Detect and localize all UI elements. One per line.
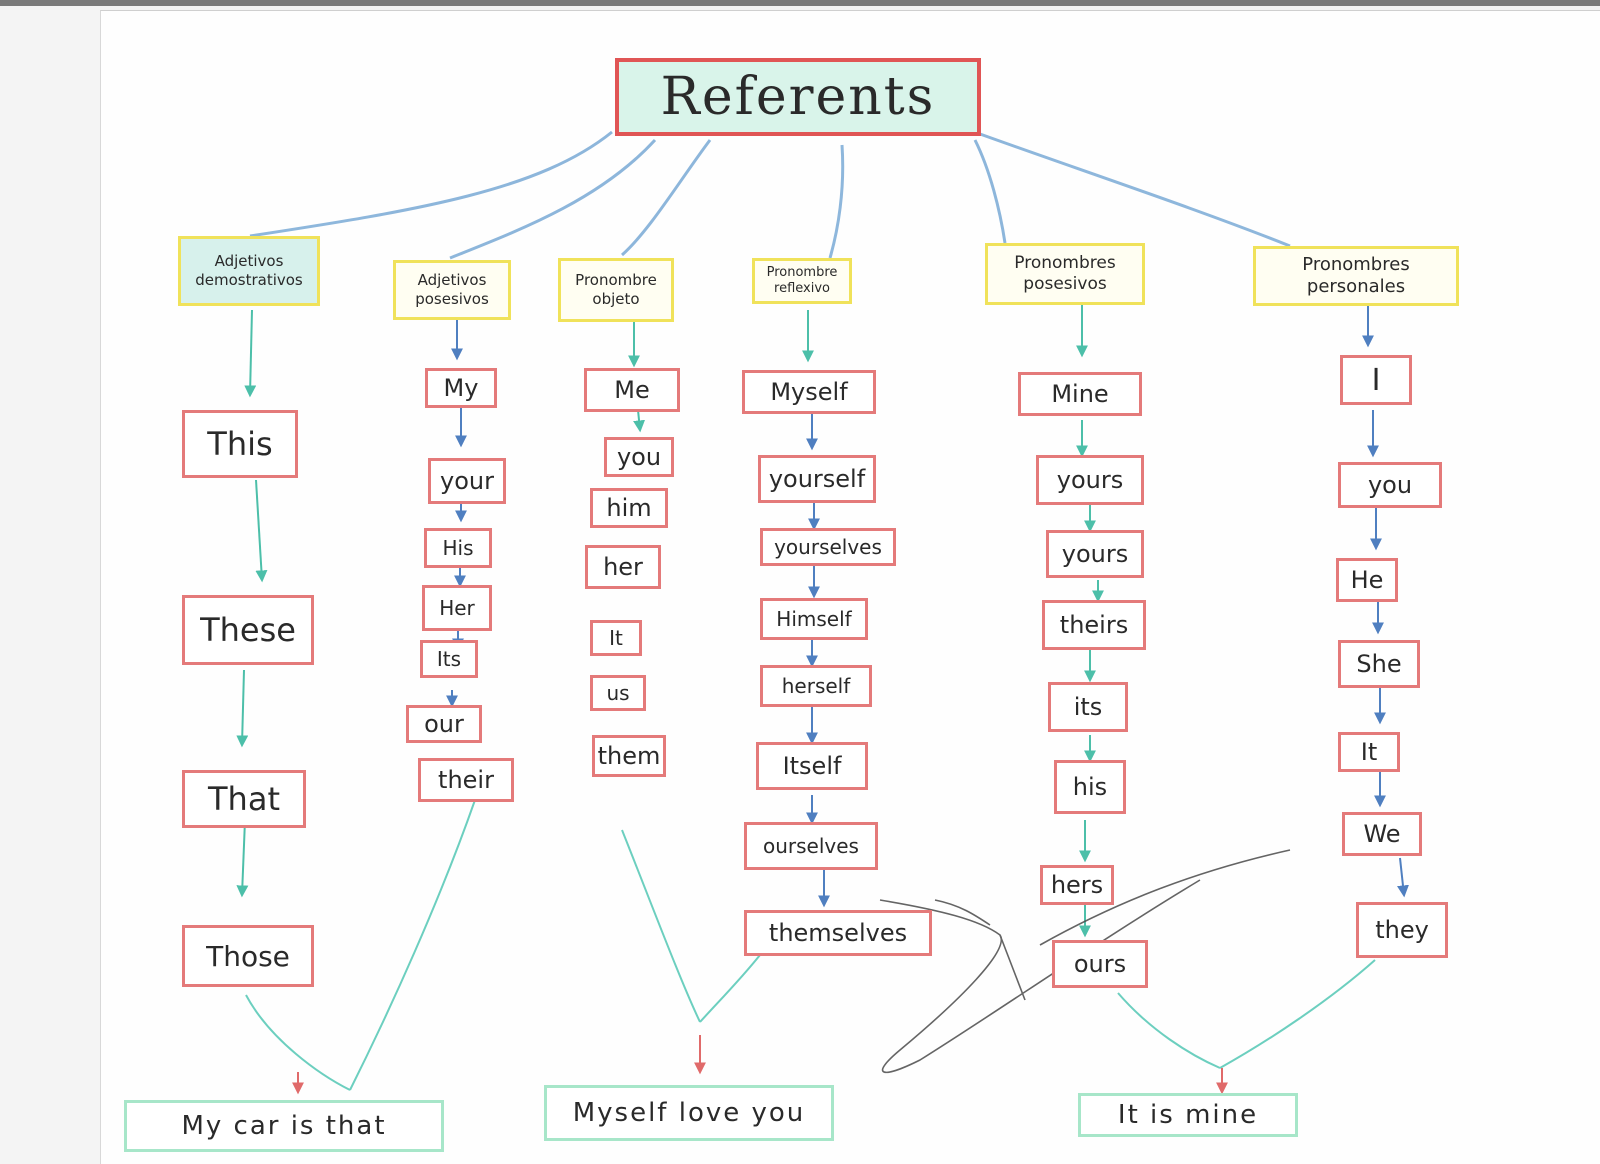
item-ours: ours — [1052, 940, 1148, 988]
item-his: His — [424, 528, 492, 568]
item-those: Those — [182, 925, 314, 987]
item-this: This — [182, 410, 298, 478]
item-us: us — [590, 675, 646, 711]
category-adjetivos-posesivos: Adjetivos posesivos — [393, 260, 511, 320]
item-theirs: theirs — [1042, 600, 1146, 650]
example-sentence-1: My car is that — [124, 1100, 444, 1152]
item-its: Its — [420, 640, 478, 678]
item-their: their — [418, 758, 514, 802]
item-yours-1: yours — [1036, 455, 1144, 505]
item-he: He — [1336, 558, 1398, 602]
item-hers: hers — [1040, 865, 1114, 905]
item-her-obj: her — [585, 545, 661, 589]
example-sentence-3: It is mine — [1078, 1093, 1298, 1137]
category-pronombres-personales: Pronombres personales — [1253, 246, 1459, 306]
item-itself: Itself — [756, 742, 868, 790]
item-that: That — [182, 770, 306, 828]
scan-top-edge — [0, 0, 1600, 6]
item-it-pers: It — [1338, 732, 1400, 772]
item-them: them — [592, 735, 666, 777]
item-herself: herself — [760, 665, 872, 707]
category-pronombres-posesivos: Pronombres posesivos — [985, 243, 1145, 305]
item-i: I — [1340, 355, 1412, 405]
item-you-obj: you — [604, 437, 674, 477]
item-himself: Himself — [760, 598, 868, 640]
item-me: Me — [584, 368, 680, 412]
item-mine: Mine — [1018, 372, 1142, 416]
item-themselves: themselves — [744, 910, 932, 956]
item-its-pos: its — [1048, 682, 1128, 732]
item-we: We — [1342, 812, 1422, 856]
item-yourself: yourself — [758, 455, 876, 503]
item-his-pos: his — [1054, 760, 1126, 814]
category-pronombre-reflexivo: Pronombre reflexivo — [752, 258, 852, 304]
item-it-obj: It — [590, 620, 642, 656]
item-myself: Myself — [742, 370, 876, 414]
item-my: My — [425, 368, 497, 408]
item-her: Her — [422, 585, 492, 631]
item-our: our — [406, 705, 482, 743]
item-they: they — [1356, 902, 1448, 958]
item-your: your — [428, 458, 506, 504]
category-adjetivos-demostrativos: Adjetivos demostrativos — [178, 236, 320, 306]
category-pronombre-objeto: Pronombre objeto — [558, 258, 674, 322]
item-these: These — [182, 595, 314, 665]
diagram-title: Referents — [615, 58, 981, 136]
item-ourselves: ourselves — [744, 822, 878, 870]
item-him: him — [590, 488, 668, 528]
item-yourselves: yourselves — [760, 528, 896, 566]
item-yours-2: yours — [1046, 530, 1144, 578]
item-she: She — [1338, 640, 1420, 688]
item-you-pers: you — [1338, 462, 1442, 508]
example-sentence-2: Myself love you — [544, 1085, 834, 1141]
